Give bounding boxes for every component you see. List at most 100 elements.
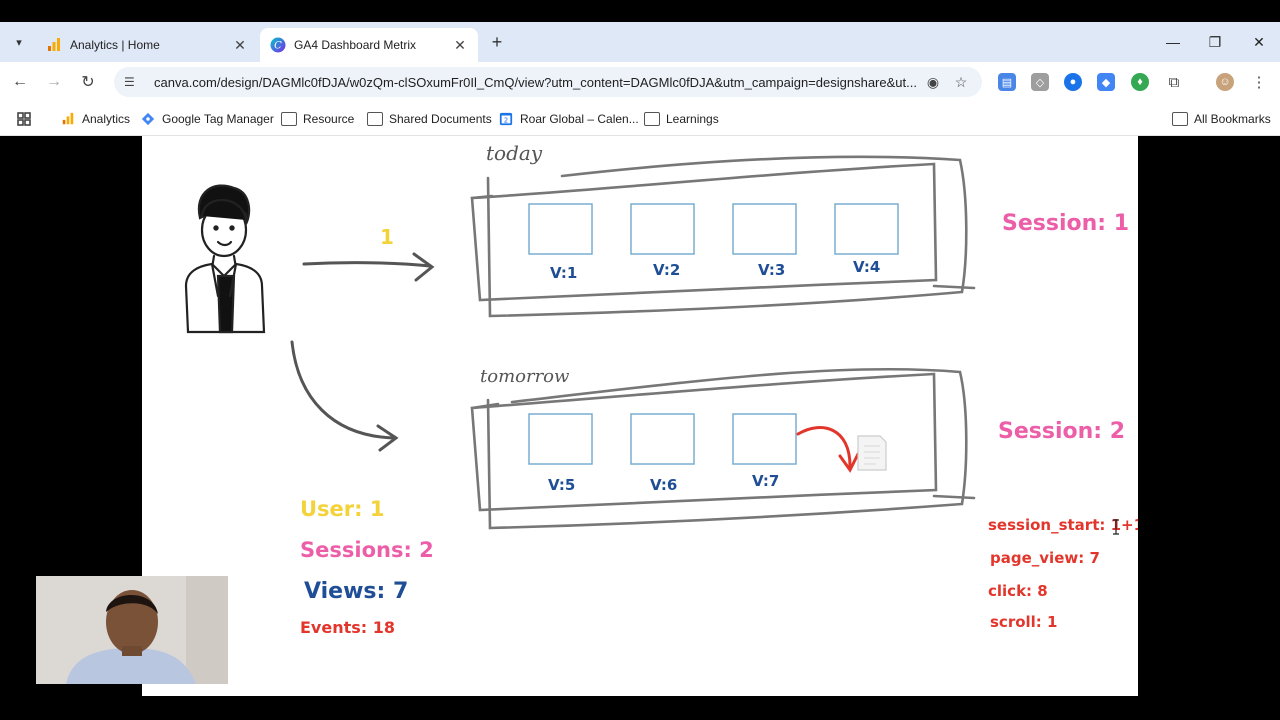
bookmark-roar-global[interactable]: 2 Roar Global – Calen... xyxy=(498,110,639,128)
bookmark-label: Google Tag Manager xyxy=(162,112,274,126)
bookmark-resource[interactable]: Resource xyxy=(281,110,354,128)
extension-icon[interactable]: ● xyxy=(1064,73,1082,91)
extension-icon[interactable]: ♦ xyxy=(1131,73,1149,91)
browser-toolbar: ← → ↻ ☰ canva.com/design/DAGMlc0fDJA/w0z… xyxy=(0,62,1280,102)
close-window-button[interactable]: ✕ xyxy=(1253,33,1265,50)
view-box xyxy=(528,203,593,255)
back-arrow-icon[interactable]: ← xyxy=(12,73,28,90)
bookmark-label: Analytics xyxy=(82,112,131,126)
user-count-label: User: 1 xyxy=(300,497,384,521)
view-label: V:4 xyxy=(853,258,880,276)
bookmark-google-tag-manager[interactable]: Google Tag Manager xyxy=(140,110,274,128)
tab-title: GA4 Dashboard Metrix xyxy=(294,38,417,52)
page-view-label: page_view: 7 xyxy=(990,549,1100,567)
presenter-video xyxy=(36,576,228,684)
svg-text:2: 2 xyxy=(504,117,508,125)
bookmark-label: Roar Global – Calen... xyxy=(520,112,639,126)
click-label: click: 8 xyxy=(988,582,1048,600)
events-count-label: Events: 18 xyxy=(300,618,395,637)
tag-assistant-icon[interactable]: ◆ xyxy=(1097,73,1115,91)
bookmark-analytics[interactable]: Analytics xyxy=(60,110,130,128)
canva-icon: C xyxy=(270,37,286,53)
analytics-icon xyxy=(48,38,60,51)
extension-icon[interactable]: ▤ xyxy=(998,73,1016,91)
ga4-session-diagram: 1 today V:1 V:2 V:3 V:4 Session: 1 tomor… xyxy=(184,141,1138,637)
view-label: V:2 xyxy=(653,261,680,279)
arrow-to-today xyxy=(302,252,435,282)
today-view-boxes xyxy=(528,203,899,255)
minimize-button[interactable]: — xyxy=(1166,34,1180,50)
bookmark-learnings[interactable]: Learnings xyxy=(644,110,719,128)
session-2-label: Session: 2 xyxy=(998,419,1125,444)
site-info-icon[interactable]: ☰ xyxy=(124,75,135,89)
folder-icon xyxy=(1172,112,1188,126)
calendar-icon: 2 xyxy=(499,112,513,126)
tab-ga4-dashboard[interactable]: C GA4 Dashboard Metrix ✕ xyxy=(260,28,478,62)
bookmark-star-icon[interactable]: ☆ xyxy=(954,73,968,90)
tomorrow-label: tomorrow xyxy=(480,366,570,387)
all-bookmarks-label: All Bookmarks xyxy=(1194,112,1271,126)
arrow-to-tomorrow xyxy=(290,340,399,452)
chevron-down-icon: ▾ xyxy=(16,36,22,49)
bookmark-shared-documents[interactable]: Shared Documents xyxy=(367,110,492,128)
today-session-box xyxy=(470,155,976,318)
forward-arrow-icon[interactable]: → xyxy=(46,73,62,90)
view-label: V:5 xyxy=(548,476,575,494)
text-cursor-icon xyxy=(1113,519,1119,535)
screen-top-border xyxy=(0,0,1280,22)
exit-arrow xyxy=(796,426,860,473)
sessions-count-label: Sessions: 2 xyxy=(300,538,434,562)
analytics-icon xyxy=(62,112,74,125)
session-start-label: session_start: 1+1 xyxy=(988,516,1138,534)
reload-icon[interactable]: ↻ xyxy=(81,74,95,91)
view-label: V:3 xyxy=(758,261,785,279)
close-tab-icon[interactable]: ✕ xyxy=(454,36,466,53)
tomorrow-view-boxes xyxy=(528,413,797,465)
eye-icon[interactable]: ◉ xyxy=(926,73,940,90)
extension-icon[interactable]: ◇ xyxy=(1031,73,1049,91)
view-box xyxy=(630,413,695,465)
canva-design-canvas: 1 today V:1 V:2 V:3 V:4 Session: 1 tomor… xyxy=(142,136,1138,696)
avatar[interactable]: ☺ xyxy=(1216,73,1234,91)
restore-button[interactable]: ❐ xyxy=(1208,33,1222,50)
address-bar[interactable]: ☰ canva.com/design/DAGMlc0fDJA/w0zQm-clS… xyxy=(114,67,982,97)
document-icon xyxy=(857,435,887,471)
bookmark-label: Shared Documents xyxy=(389,112,492,126)
folder-icon xyxy=(281,112,297,126)
tab-analytics-home[interactable]: Analytics | Home ✕ xyxy=(36,28,258,62)
apps-grid-icon[interactable] xyxy=(16,110,32,128)
bookmark-label: Resource xyxy=(303,112,355,126)
view-label: V:6 xyxy=(650,476,677,494)
view-box xyxy=(834,203,899,255)
folder-icon xyxy=(644,112,660,126)
view-label: V:1 xyxy=(550,264,577,282)
screen-bottom-border xyxy=(0,696,1280,720)
arrow-count-label: 1 xyxy=(380,225,394,249)
scroll-label: scroll: 1 xyxy=(990,613,1057,631)
views-count-label: Views: 7 xyxy=(304,579,408,604)
tab-title: Analytics | Home xyxy=(70,38,160,52)
bookmark-label: Learnings xyxy=(666,112,719,126)
svg-text:C: C xyxy=(274,41,282,52)
tomorrow-session-box xyxy=(470,367,976,530)
view-label: V:7 xyxy=(752,472,779,490)
new-tab-button[interactable]: + xyxy=(491,32,503,52)
user-illustration xyxy=(184,184,266,334)
all-bookmarks[interactable]: All Bookmarks xyxy=(1172,110,1271,128)
folder-icon xyxy=(367,112,383,126)
bookmarks-bar: Analytics Google Tag Manager Resource Sh… xyxy=(0,102,1280,136)
close-tab-icon[interactable]: ✕ xyxy=(234,36,246,53)
view-box xyxy=(732,413,797,465)
tab-search-button[interactable]: ▾ xyxy=(8,31,30,53)
session-1-label: Session: 1 xyxy=(1002,211,1129,236)
gtm-icon xyxy=(141,112,155,126)
tab-strip: ▾ Analytics | Home ✕ C GA4 Dashboard Met… xyxy=(0,22,1280,62)
view-box xyxy=(528,413,593,465)
url-text[interactable]: canva.com/design/DAGMlc0fDJA/w0zQm-clSOx… xyxy=(154,74,916,90)
view-box xyxy=(732,203,797,255)
webcam-overlay xyxy=(36,576,228,684)
view-box xyxy=(630,203,695,255)
today-label: today xyxy=(486,141,543,165)
puzzle-icon[interactable]: ⧉ xyxy=(1165,73,1183,91)
more-menu-icon[interactable]: ⋮ xyxy=(1250,73,1268,91)
